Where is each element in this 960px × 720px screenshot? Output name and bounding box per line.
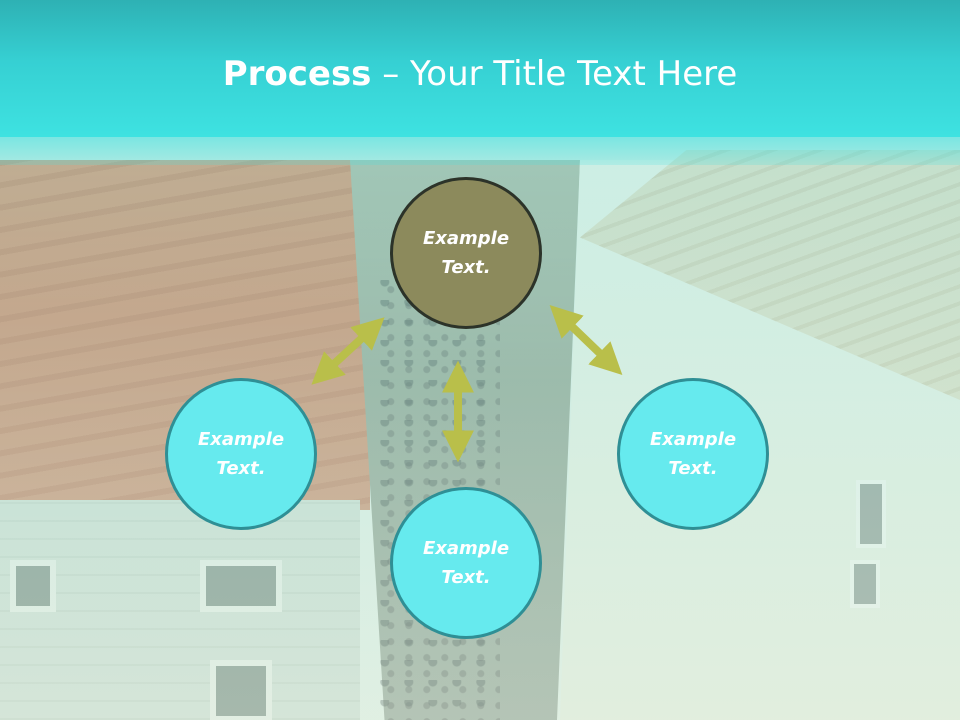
bottom-node-label: Example Text.: [422, 538, 510, 588]
left-node-label: Example Text.: [197, 429, 285, 479]
building-window: [850, 560, 880, 608]
bottom-node: Example Text.: [390, 487, 542, 639]
wall-window: [200, 560, 282, 612]
title-band-fade: [0, 137, 960, 165]
title-band: [0, 0, 960, 137]
stone-wall-left: [0, 500, 360, 720]
wall-window: [210, 660, 272, 720]
title-bold-part: Process: [222, 54, 372, 94]
arrow-center-right: [549, 305, 623, 375]
building-window: [856, 480, 886, 548]
right-node: Example Text.: [617, 378, 769, 530]
arrow-center-left: [311, 317, 385, 385]
center-node-label: Example Text.: [422, 228, 510, 278]
right-node-label: Example Text.: [649, 429, 737, 479]
slide-title: Process – Your Title Text Here: [0, 52, 960, 96]
left-node: Example Text.: [165, 378, 317, 530]
title-rest-part: – Your Title Text Here: [371, 54, 738, 94]
center-node: Example Text.: [390, 177, 542, 329]
wall-window: [10, 560, 56, 612]
